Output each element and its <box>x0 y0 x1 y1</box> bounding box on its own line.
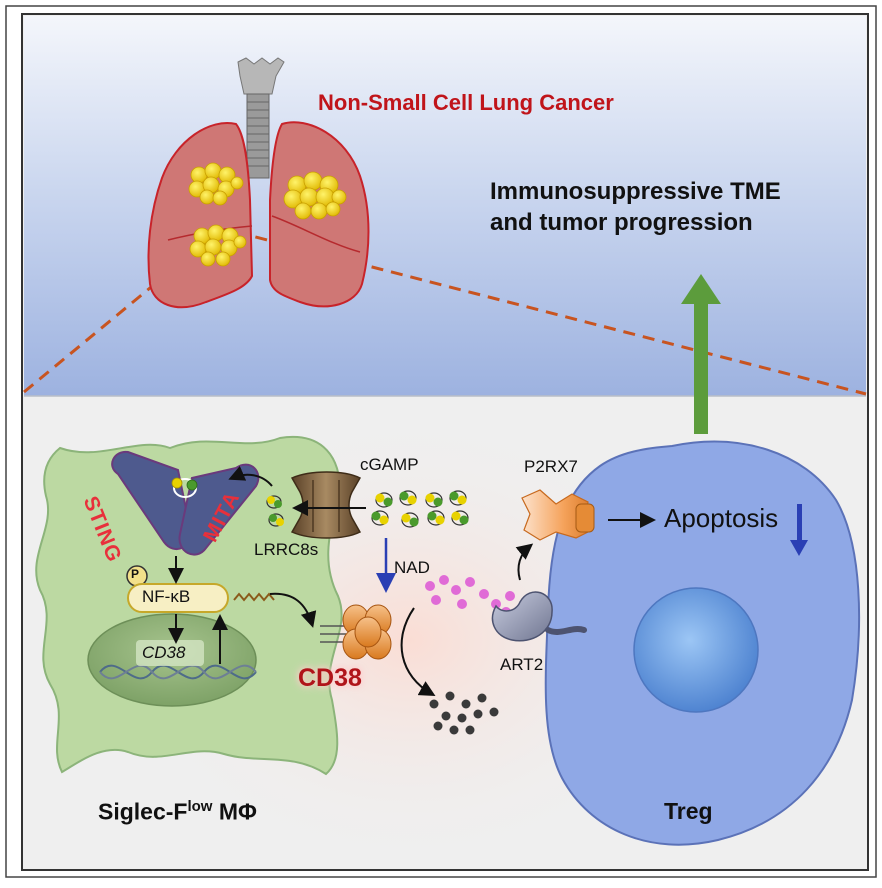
treg-nucleus <box>633 587 759 713</box>
arrow-import-to-sting <box>228 465 273 487</box>
cgamp-cluster <box>371 490 469 528</box>
p2rx7-label: P2RX7 <box>524 457 578 476</box>
arrow-art2-to-p2rx7 <box>515 543 534 581</box>
nad-label: NAD <box>394 558 430 577</box>
phospho-label: P <box>131 567 140 581</box>
macrophage-name: Siglec-F <box>98 798 188 825</box>
macrophage-superscript: low <box>187 798 213 815</box>
macrophage-label: Siglec-Flow MΦ <box>98 798 257 826</box>
sting-mita-dimer <box>111 450 260 556</box>
p2rx7-receptor-icon <box>521 489 595 541</box>
nad-products <box>429 691 499 735</box>
cd38-gene-box <box>136 640 204 666</box>
nfkb-pill <box>127 583 229 613</box>
dna-helix-icon <box>99 664 257 680</box>
cd38-enzyme-icon <box>320 604 392 660</box>
cgamp-molecule-icon <box>266 495 284 527</box>
art2-label: ART2 <box>500 655 544 674</box>
outcome-line-1: Immunosuppressive TME <box>490 178 781 205</box>
mrna-icon <box>233 592 275 602</box>
outcome-label: Immunosuppressive TME and tumor progress… <box>490 176 830 238</box>
figure-title: Non-Small Cell Lung Cancer <box>318 90 614 115</box>
apoptosis-down-arrow <box>790 504 808 556</box>
arrow-mrna-to-cd38 <box>269 592 317 628</box>
treg-label: Treg <box>664 798 713 824</box>
outcome-line-2: and tumor progression <box>490 209 753 236</box>
upregulation-arrow <box>681 274 721 434</box>
tumor-nodule-icon <box>188 162 347 267</box>
art2-enzyme-icon <box>491 591 587 642</box>
macrophage-suffix: MΦ <box>212 798 257 825</box>
cd38-gene-label: CD38 <box>142 643 186 662</box>
cgamp-label: cGAMP <box>360 455 419 474</box>
nfkb-label: NF-κB <box>142 587 191 606</box>
apoptosis-label: Apoptosis <box>664 503 779 533</box>
arrow-nad-conversion <box>400 607 436 696</box>
cd38-surface-label: CD38 <box>298 664 362 692</box>
lrrc8s-label: LRRC8s <box>254 540 319 559</box>
